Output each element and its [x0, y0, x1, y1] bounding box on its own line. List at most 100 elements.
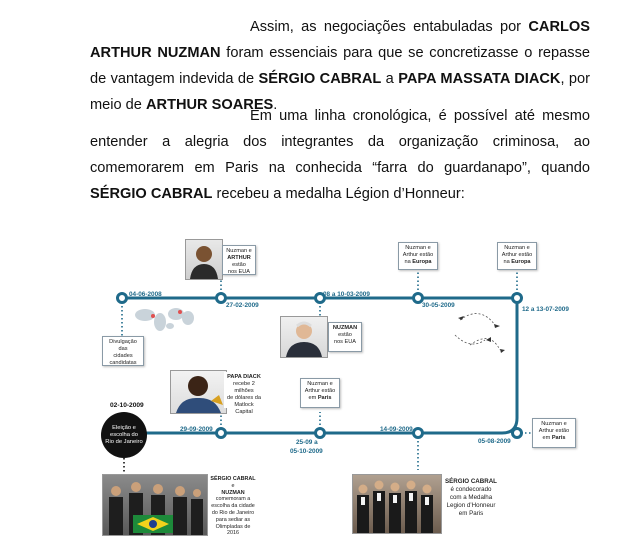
text: Em uma linha cronológica, é possível até… — [90, 108, 590, 176]
box-line: Arthur estão — [538, 428, 570, 434]
date-label: 08 a 10-03-2009 — [323, 291, 370, 298]
event-box-europa-2: Nuzman e Arthur estão na Europa — [497, 242, 537, 270]
box-bold: SÉRGIO CABRAL — [445, 478, 497, 485]
date-label: 14-09-2009 — [380, 426, 413, 433]
box-line: Nuzman e — [541, 421, 567, 427]
box-line: em Paris — [303, 395, 337, 402]
box-bold: SÉRGIO CABRAL — [210, 476, 256, 482]
box-line: Rio de Janeiro — [105, 438, 143, 445]
box-line: recebe 2 milhões — [233, 381, 255, 394]
box-line: Divulgação das — [109, 339, 137, 352]
event-box-nuzman-eua: NUZMAN estão nos EUA — [328, 322, 362, 352]
box-text: estão — [232, 262, 246, 268]
box-line: ARTHUR estão — [225, 255, 253, 269]
box-line: Legion d’Honneur — [446, 502, 496, 509]
box-line: Nuzman e — [226, 248, 252, 254]
box-line: NUZMAN — [210, 490, 256, 497]
box-line: Arthur estão — [501, 252, 533, 258]
date-label: 27-02-2009 — [226, 302, 259, 309]
date-label: 12 a 13-07-2009 — [522, 306, 569, 313]
timeline-nodes — [116, 292, 523, 439]
box-line: candidatas — [109, 360, 137, 366]
date-label: 04-06-2008 — [129, 291, 162, 298]
paragraph-negociacoes: Assim, as negociações entabuladas por CA… — [90, 14, 590, 118]
box-line: Nuzman e — [307, 381, 333, 387]
name-cabral: SÉRGIO CABRAL — [90, 186, 213, 202]
event-box-cabral-nuzman: SÉRGIO CABRAL e NUZMAN comemoram a escol… — [208, 474, 258, 536]
event-box-papa-diack: PAPA DIACK recebe 2 milhões de dólares d… — [224, 372, 264, 415]
box-line: PAPA DIACK — [226, 374, 262, 381]
box-line: Arthur estão — [402, 252, 434, 258]
date-label: 05-10-2009 — [290, 448, 323, 455]
box-line: comemoram a — [215, 496, 251, 503]
box-bold: NUZMAN — [332, 325, 358, 331]
event-circle-eleicao: Eleição e escolha do Rio de Janeiro — [101, 412, 147, 458]
box-line: do Rio de Janeiro — [211, 509, 255, 516]
box-text: em — [308, 395, 318, 401]
box-bold: Europa — [511, 259, 531, 265]
box-line: Olimpíadas de 2016 — [215, 523, 251, 537]
event-box-divulgacao: Divulgação das cidades candidatas — [102, 336, 144, 366]
box-line: na Europa — [401, 259, 435, 266]
photo-farra-guardanapo — [352, 474, 442, 534]
box-line: Arthur estão — [304, 388, 336, 394]
box-line: SÉRGIO CABRAL — [444, 478, 498, 486]
world-map-graphic — [135, 308, 194, 331]
text: recebeu a medalha Légion d’Honneur: — [212, 186, 465, 202]
event-box-cabral-medalha: SÉRGIO CABRAL é condecorado com a Medalh… — [442, 476, 500, 530]
box-bold: ARTHUR — [227, 255, 251, 261]
box-line: é condecorado — [450, 486, 492, 493]
box-line: SÉRGIO CABRAL e — [210, 476, 256, 490]
box-line: Nuzman e — [405, 245, 431, 251]
box-line: em Paris — [535, 435, 573, 442]
text: foram essenciais para que se concretizas… — [90, 45, 590, 87]
box-line: Matlock Capital — [234, 402, 254, 415]
name-cabral: SÉRGIO CABRAL — [258, 71, 382, 87]
box-line: com a Medalha — [449, 494, 493, 501]
box-line: nos EUA — [227, 269, 251, 275]
box-line: escolha da cidade — [211, 503, 255, 510]
photo-arthur-soares — [185, 239, 223, 280]
event-box-paris-1: Nuzman e Arthur estão em Paris — [300, 378, 340, 408]
text: . — [273, 97, 278, 113]
box-text: e — [231, 482, 235, 489]
date-label: 02-10-2009 — [110, 402, 144, 409]
box-line: cidades — [113, 353, 133, 359]
date-label: 29-09-2009 — [180, 426, 213, 433]
date-label: 30-05-2009 — [422, 302, 455, 309]
photo-comemoracao — [102, 474, 208, 536]
box-bold: Europa — [412, 259, 432, 265]
event-box-europa-1: Nuzman e Arthur estão na Europa — [398, 242, 438, 270]
paragraph-cronologia: Em uma linha cronológica, é possível até… — [90, 103, 590, 207]
box-line: de dólares da — [227, 395, 261, 401]
box-line: nos EUA — [333, 339, 357, 345]
box-line: em Paris — [458, 510, 484, 517]
box-line: para sediar as — [215, 516, 251, 523]
event-box-nuzman-arthur-eua: Nuzman e ARTHUR estão nos EUA — [222, 245, 256, 275]
photo-papa-diack — [170, 370, 227, 414]
photo-nuzman — [280, 316, 328, 358]
event-box-paris-2: Nuzman e Arthur estão em Paris — [532, 418, 576, 448]
airplane-routes-graphic — [454, 313, 501, 351]
box-line: na Europa — [500, 259, 534, 266]
name-diack: PAPA MASSATA DIACK — [398, 71, 561, 87]
box-text: na — [404, 259, 413, 265]
box-line: Eleição e — [112, 424, 136, 431]
box-line: NUZMAN estão — [331, 325, 359, 339]
box-bold: Paris — [551, 435, 566, 441]
date-label: 05-08-2009 — [478, 438, 511, 445]
box-text: estão — [338, 332, 352, 338]
box-text: na — [503, 259, 512, 265]
box-text: em — [542, 435, 552, 441]
text: a — [381, 71, 399, 87]
box-bold: NUZMAN — [221, 489, 245, 496]
text: , por meio de — [90, 71, 591, 113]
airplane-icon — [458, 316, 505, 353]
date-label: 25-09 a — [296, 439, 318, 446]
text: Assim, as negociações entabuladas por — [250, 19, 529, 35]
name-soares: ARTHUR SOARES — [145, 97, 274, 113]
name-nuzman: CARLOS ARTHUR NUZMAN — [90, 19, 590, 61]
box-bold: PAPA DIACK — [227, 374, 261, 380]
box-bold: Paris — [317, 395, 332, 401]
